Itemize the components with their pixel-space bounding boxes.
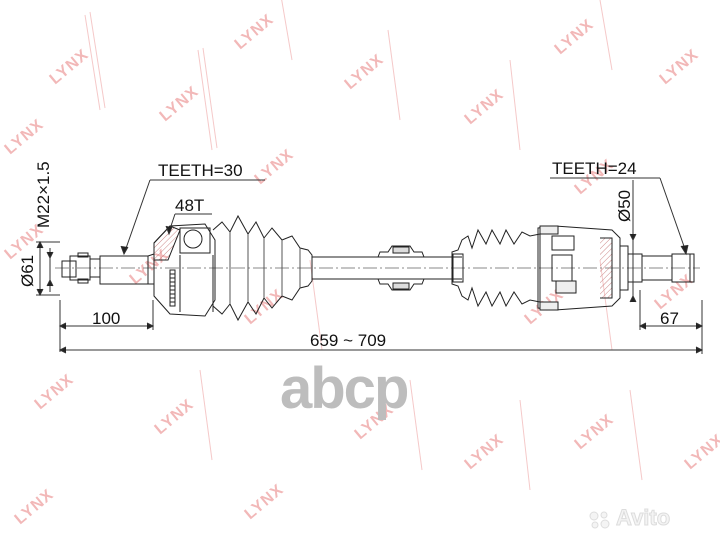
abcp-watermark: abcp xyxy=(280,356,409,421)
damper xyxy=(377,245,425,291)
avito-watermark: Avito xyxy=(615,505,671,531)
leader-outer-teeth xyxy=(120,179,265,256)
outer-boot xyxy=(212,214,313,322)
abs-ring xyxy=(169,269,176,307)
abs-ring-label: 48T xyxy=(175,196,204,215)
leader-inner-teeth xyxy=(550,177,689,256)
shaft xyxy=(312,256,462,280)
dim-outer-stub-length xyxy=(58,300,155,352)
outer-boot-folds xyxy=(229,232,301,304)
inner-stub xyxy=(627,253,695,283)
dim-outer-diameter xyxy=(36,240,60,297)
inner-boot-clamp xyxy=(452,253,464,283)
dim-total-length xyxy=(58,300,704,354)
avito-logo-icon xyxy=(589,511,610,529)
outer-cv-joint xyxy=(153,223,216,317)
dim-thread xyxy=(46,248,54,292)
outer-stub-length-label: 100 xyxy=(92,309,120,328)
leader-abs-ring xyxy=(165,213,212,236)
outer-diameter-label: Ø61 xyxy=(18,255,37,287)
inner-stub-length-label: 67 xyxy=(660,309,679,328)
dim-inner-diameter xyxy=(629,180,637,303)
inner-diameter-label: Ø50 xyxy=(615,190,634,222)
thread-label: M22×1.5 xyxy=(34,161,53,228)
outer-teeth-label: TEETH=30 xyxy=(158,161,243,180)
inner-teeth-label: TEETH=24 xyxy=(552,159,637,178)
total-length-label: 659 ~ 709 xyxy=(310,331,386,350)
dim-inner-stub-length xyxy=(638,290,704,330)
